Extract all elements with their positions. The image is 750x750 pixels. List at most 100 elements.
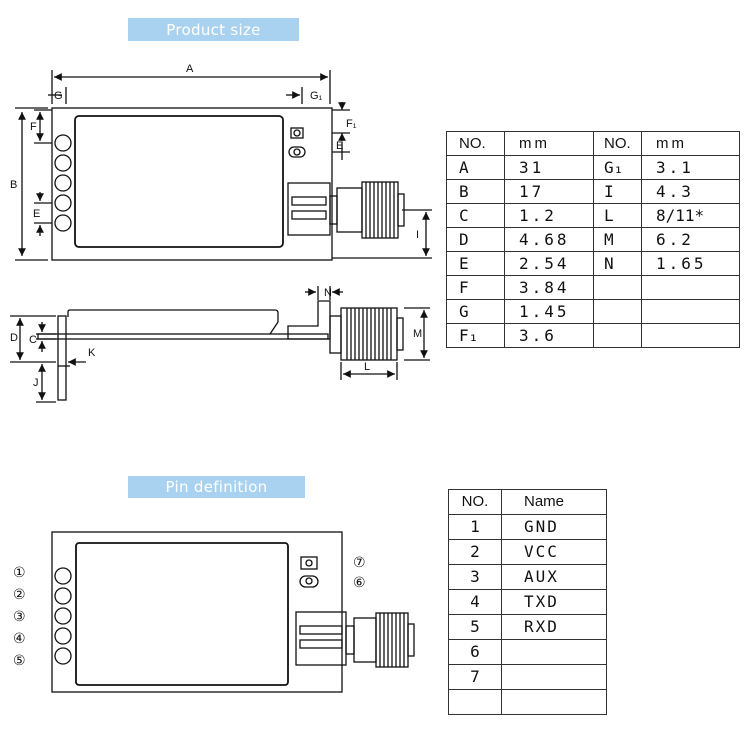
board-outline-top: [51, 107, 333, 261]
board-side: [37, 333, 329, 340]
label-F1: F₁: [346, 118, 357, 130]
table-cell: 8/11*: [641, 203, 740, 228]
label-M: M: [413, 328, 422, 340]
label-C: C: [29, 334, 37, 346]
sma-connector-side: [340, 307, 404, 361]
table-header-row: NO. mm NO. mm: [446, 131, 740, 156]
table-cell: 4.68: [504, 227, 594, 252]
table-cell: 3.6: [504, 323, 594, 348]
table-cell: [593, 275, 642, 300]
label-I: I: [416, 229, 419, 241]
pin-side: [57, 315, 67, 401]
header-no-2: NO.: [593, 131, 642, 156]
table-cell: C: [446, 203, 505, 228]
label-B: B: [10, 179, 17, 191]
pin-label-6: ⑥: [353, 575, 366, 591]
table-row: [448, 689, 607, 715]
table-cell: I: [593, 179, 642, 204]
table-cell: 1: [448, 514, 502, 540]
table-cell: [593, 323, 642, 348]
label-K: K: [88, 347, 96, 359]
table-cell: 2: [448, 539, 502, 565]
label-L: L: [364, 361, 370, 373]
label-N: N: [324, 287, 332, 299]
table-cell: GND: [501, 514, 607, 540]
table-cell: A: [446, 155, 505, 180]
table-header-row: NO. Name: [448, 489, 607, 515]
label-E-top: E: [336, 140, 343, 152]
header-no: NO.: [448, 489, 502, 515]
table-cell: 4.3: [641, 179, 740, 204]
label-G: G: [54, 90, 63, 102]
table-cell: 3: [448, 564, 502, 590]
label-F: F: [30, 121, 37, 133]
table-cell: 5: [448, 614, 502, 640]
table-cell: 17: [504, 179, 594, 204]
header-mm-2: mm: [641, 131, 740, 156]
header-no: NO.: [446, 131, 505, 156]
label-E-left: E: [33, 208, 40, 220]
pin-label-1: ①: [13, 565, 26, 581]
table-cell: 1.2: [504, 203, 594, 228]
table-cell: 3.1: [641, 155, 740, 180]
table-cell: [593, 299, 642, 324]
table-cell: [501, 689, 607, 715]
table-cell: 3.84: [504, 275, 594, 300]
pin-label-2: ②: [13, 587, 26, 603]
table-cell: [501, 639, 607, 665]
header-name: Name: [501, 489, 607, 515]
table-row: 7: [448, 664, 607, 690]
table-row: 6: [448, 639, 607, 665]
table-cell: [641, 299, 740, 324]
table-cell: 7: [448, 664, 502, 690]
pin-header-top: [54, 134, 72, 232]
table-cell: F: [446, 275, 505, 300]
table-cell: [448, 689, 502, 715]
table-cell: RXD: [501, 614, 607, 640]
table-cell: 1.65: [641, 251, 740, 276]
table-cell: VCC: [501, 539, 607, 565]
pin-header-pin: [54, 567, 72, 665]
product-size-banner: Product size: [128, 18, 299, 41]
label-A: A: [186, 63, 194, 75]
table-cell: 4: [448, 589, 502, 615]
table-cell: [641, 275, 740, 300]
label-D: D: [10, 332, 18, 344]
pin-label-5: ⑤: [13, 653, 26, 669]
header-mm: mm: [504, 131, 594, 156]
table-cell: AUX: [501, 564, 607, 590]
shield-side: [67, 309, 279, 335]
pin-definition-banner: Pin definition: [128, 476, 305, 498]
pin-label-3: ③: [13, 609, 26, 625]
sma-connector-top: [361, 181, 405, 239]
table-cell: [641, 323, 740, 348]
table-cell: E: [446, 251, 505, 276]
table-cell: G₁: [593, 155, 642, 180]
table-cell: [501, 664, 607, 690]
table-cell: G: [446, 299, 505, 324]
pin-label-7: ⑦: [353, 555, 366, 571]
table-cell: 1.45: [504, 299, 594, 324]
table-cell: 31: [504, 155, 594, 180]
table-cell: N: [593, 251, 642, 276]
table-cell: D: [446, 227, 505, 252]
table-cell: TXD: [501, 589, 607, 615]
table-cell: 6.2: [641, 227, 740, 252]
pin-label-4: ④: [13, 631, 26, 647]
